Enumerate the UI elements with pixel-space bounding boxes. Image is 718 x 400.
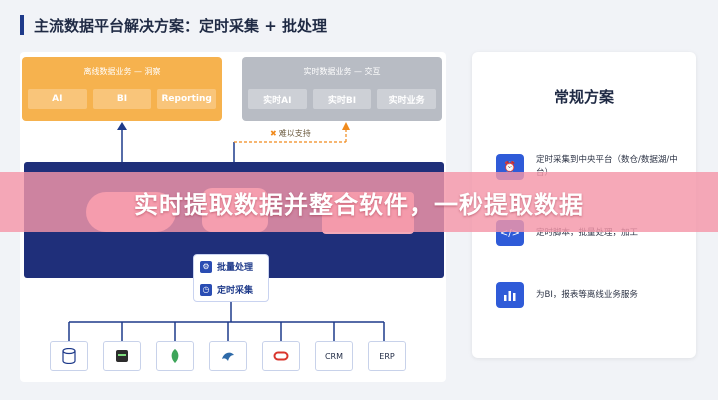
batch-processing-label: 批量处理 — [217, 263, 254, 273]
oracle-db-icon — [273, 351, 289, 361]
crm-icon: CRM — [324, 351, 344, 361]
unsupported-text: 难以支持 — [278, 129, 311, 138]
scheduled-collection-item: ◷ 定时采集 — [194, 278, 268, 301]
realtime-box-title: 实时数据业务 — 交互 — [303, 67, 381, 76]
dolphin-db-icon — [222, 352, 234, 361]
source-server — [103, 341, 141, 371]
unsupported-label: ✖难以支持 — [270, 128, 311, 139]
clock-icon: ◷ — [200, 283, 212, 296]
processing-box: ⚙ 批量处理 ◷ 定时采集 — [193, 254, 269, 302]
source-database — [50, 341, 88, 371]
solution-item-bi-service: 为BI，报表等离线业务服务 — [496, 282, 686, 308]
realtime-chip-row: 实时AI 实时BI 实时业务 — [248, 89, 437, 109]
solution-item-text: 为BI，报表等离线业务服务 — [536, 289, 638, 300]
conventional-solution-title: 常规方案 — [553, 88, 614, 106]
offline-arrow-head — [117, 122, 127, 130]
source-leaf-db — [156, 341, 194, 371]
offline-chip-row: AI BI Reporting — [28, 89, 217, 109]
offline-chip-bi: BI — [92, 89, 152, 109]
page-title: 主流数据平台解决方案：定时采集 + 批处理 — [34, 16, 328, 35]
server-icon — [116, 350, 128, 362]
bar-chart-icon — [496, 282, 524, 308]
source-crm: CRM — [315, 341, 353, 371]
source-erp: ERP — [368, 341, 406, 371]
source-dolphin-db — [209, 341, 247, 371]
offline-chip-reporting: Reporting — [157, 89, 217, 109]
offline-chip-ai: AI — [28, 89, 87, 109]
realtime-chip-ai: 实时AI — [248, 89, 307, 109]
data-sources-row: CRM ERP — [50, 341, 406, 371]
source-oracle-db — [262, 341, 300, 371]
realtime-chip-business: 实时业务 — [377, 89, 437, 109]
offline-business-box: 离线数据业务 — 洞察 AI BI Reporting — [22, 57, 222, 121]
leaf-db-icon — [171, 349, 179, 363]
scheduled-collection-label: 定时采集 — [217, 286, 254, 296]
realtime-chip-bi: 实时BI — [312, 89, 372, 109]
erp-icon: ERP — [379, 351, 395, 361]
cross-icon: ✖ — [270, 129, 277, 138]
title-bar: 主流数据平台解决方案：定时采集 + 批处理 — [20, 12, 327, 38]
offline-box-title: 离线数据业务 — 洞察 — [83, 67, 161, 76]
title-accent-bar — [20, 15, 24, 35]
batch-processing-item: ⚙ 批量处理 — [194, 255, 268, 278]
gear-icon: ⚙ — [200, 260, 212, 273]
headline-banner-text: 实时提取数据并整合软件，一秒提取数据 — [134, 190, 584, 219]
realtime-business-box: 实时数据业务 — 交互 实时AI 实时BI 实时业务 — [242, 57, 442, 121]
solution-item-text: 定时脚本，批量处理，加工 — [536, 227, 639, 238]
database-icon — [62, 348, 76, 364]
realtime-arrow-head — [342, 122, 350, 130]
headline-banner: 实时提取数据并整合软件，一秒提取数据 — [0, 172, 718, 232]
